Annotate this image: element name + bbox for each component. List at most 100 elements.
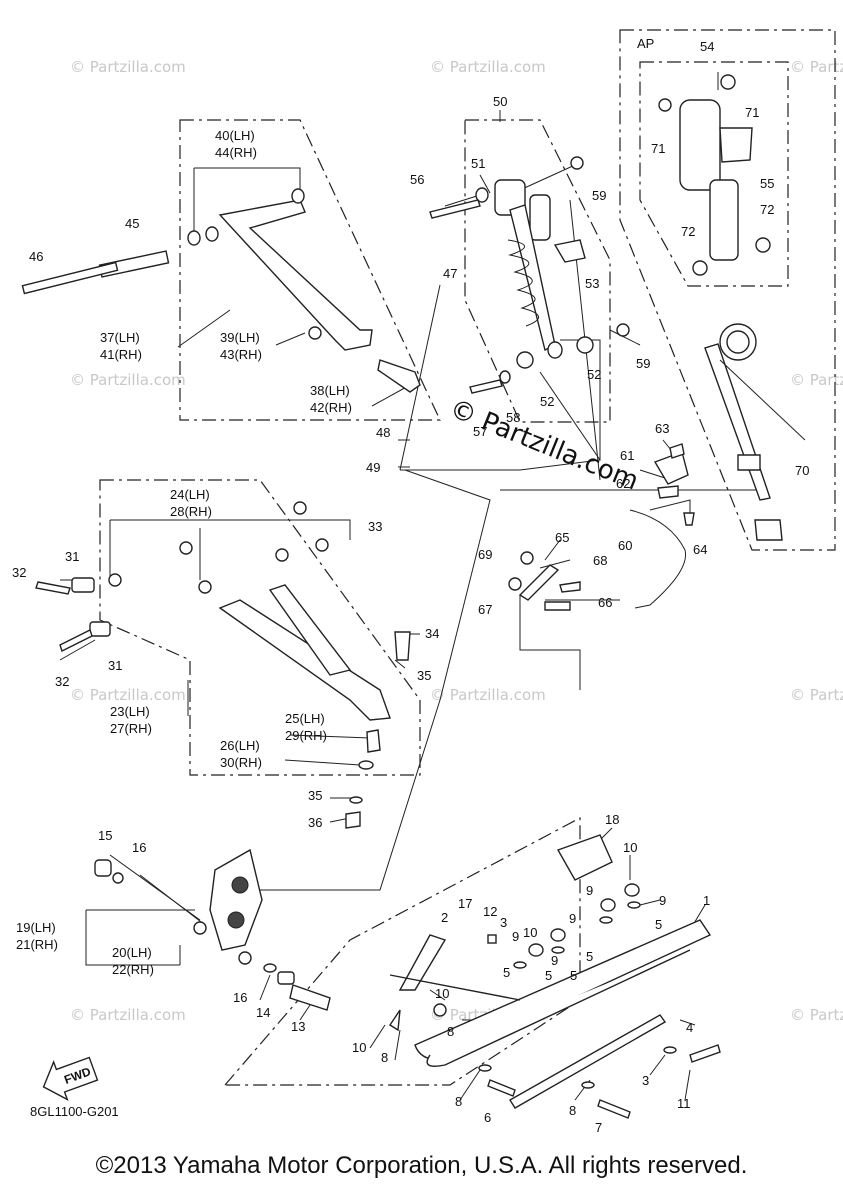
part-label: 56 bbox=[410, 172, 424, 187]
part-label: 37(LH) bbox=[100, 330, 140, 345]
upper-a-arm bbox=[21, 188, 421, 393]
part-label: 58 bbox=[506, 410, 520, 425]
part-label: 16 bbox=[233, 990, 247, 1005]
part-label: 30(RH) bbox=[220, 755, 262, 770]
part-label: 67 bbox=[478, 602, 492, 617]
watermark: © Partzilla.com bbox=[70, 686, 186, 704]
part-label: 41(RH) bbox=[100, 347, 142, 362]
part-label: 5 bbox=[586, 949, 593, 964]
part-label: 9 bbox=[551, 953, 558, 968]
part-label: 38(LH) bbox=[310, 383, 350, 398]
watermark: © Partzilla.com bbox=[430, 58, 546, 76]
part-label: 8 bbox=[381, 1050, 388, 1065]
part-label: 63 bbox=[655, 421, 669, 436]
watermark: © Partzilla.com bbox=[70, 58, 186, 76]
forward-arrow: FWD bbox=[42, 1056, 99, 1102]
part-label: 5 bbox=[655, 917, 662, 932]
part-label: 65 bbox=[555, 530, 569, 545]
part-label: 10 bbox=[435, 986, 449, 1001]
part-label: 26(LH) bbox=[220, 738, 260, 753]
part-label: 12 bbox=[483, 904, 497, 919]
part-label: 44(RH) bbox=[215, 145, 257, 160]
part-label: 8 bbox=[447, 1024, 454, 1039]
steering-links bbox=[508, 443, 695, 611]
watermark: © Partzilla.com bbox=[790, 371, 843, 389]
watermark: © Partzilla.com bbox=[70, 371, 186, 389]
watermark: © Partzilla.com bbox=[790, 58, 843, 76]
part-label: 31 bbox=[65, 549, 79, 564]
part-label: 11 bbox=[677, 1096, 691, 1111]
shock-absorber bbox=[429, 156, 630, 394]
part-label: 52 bbox=[540, 394, 554, 409]
part-label: 8 bbox=[455, 1094, 462, 1109]
part-label: 3 bbox=[642, 1073, 649, 1088]
part-label: 42(RH) bbox=[310, 400, 352, 415]
part-label: 29(RH) bbox=[285, 728, 327, 743]
part-label: 71 bbox=[651, 141, 665, 156]
part-label: 60 bbox=[618, 538, 632, 553]
part-label: 40(LH) bbox=[215, 128, 255, 143]
part-label: 5 bbox=[545, 968, 552, 983]
part-label: 68 bbox=[593, 553, 607, 568]
part-label: 34 bbox=[425, 626, 439, 641]
part-label: 43(RH) bbox=[220, 347, 262, 362]
part-label: 57 bbox=[473, 424, 487, 439]
watermark: © Partzilla.com bbox=[70, 1006, 186, 1024]
part-label: 32 bbox=[55, 674, 69, 689]
part-label: 45 bbox=[125, 216, 139, 231]
part-label: 1 bbox=[703, 893, 710, 908]
part-label: 22(RH) bbox=[112, 962, 154, 977]
part-label: 48 bbox=[376, 425, 390, 440]
part-label: 47 bbox=[443, 266, 457, 281]
part-label: 51 bbox=[471, 156, 485, 171]
part-label: 9 bbox=[586, 883, 593, 898]
part-label: 5 bbox=[570, 968, 577, 983]
part-label: 46 bbox=[29, 249, 43, 264]
spindle-knuckle bbox=[94, 848, 331, 1011]
part-label: 21(RH) bbox=[16, 937, 58, 952]
lower-a-arm bbox=[35, 501, 411, 829]
watermark: © Partzilla.com bbox=[790, 1006, 843, 1024]
part-label: 55 bbox=[760, 176, 774, 191]
part-label: 70 bbox=[795, 463, 809, 478]
part-label: 39(LH) bbox=[220, 330, 260, 345]
part-label: 69 bbox=[478, 547, 492, 562]
assembly-boundaries bbox=[99, 29, 836, 1086]
part-label: 64 bbox=[693, 542, 707, 557]
part-label: 3 bbox=[500, 915, 507, 930]
part-label: 6 bbox=[484, 1110, 491, 1125]
part-label: 18 bbox=[605, 812, 619, 827]
part-label: 71 bbox=[745, 105, 759, 120]
copyright-notice: ©2013 Yamaha Motor Corporation, U.S.A. A… bbox=[95, 1152, 748, 1179]
part-label: 2 bbox=[441, 910, 448, 925]
part-label: 7 bbox=[595, 1120, 602, 1135]
part-label: 8 bbox=[569, 1103, 576, 1118]
ski-assembly bbox=[389, 834, 721, 1119]
part-label: 59 bbox=[592, 188, 606, 203]
brand-stamp: © Partzilla.com bbox=[445, 394, 642, 497]
watermark: © Partzilla.com bbox=[790, 686, 843, 704]
part-label: 59 bbox=[636, 356, 650, 371]
part-label: 72 bbox=[681, 224, 695, 239]
part-label: 27(RH) bbox=[110, 721, 152, 736]
part-label: 25(LH) bbox=[285, 711, 325, 726]
part-label: 10 bbox=[523, 925, 537, 940]
part-label: 72 bbox=[760, 202, 774, 217]
part-label: 28(RH) bbox=[170, 504, 212, 519]
part-label: 15 bbox=[98, 828, 112, 843]
part-label: 9 bbox=[569, 911, 576, 926]
part-labels: AP 54 71 71 55 72 72 70 50 51 56 59 53 5… bbox=[12, 36, 809, 1135]
part-label: 16 bbox=[132, 840, 146, 855]
part-label: 10 bbox=[352, 1040, 366, 1055]
part-label: 24(LH) bbox=[170, 487, 210, 502]
part-label: 5 bbox=[503, 965, 510, 980]
part-label: 54 bbox=[700, 39, 714, 54]
ap-label: AP bbox=[637, 36, 654, 51]
part-label: 13 bbox=[291, 1019, 305, 1034]
part-label: 66 bbox=[598, 595, 612, 610]
part-label: 61 bbox=[620, 448, 634, 463]
part-label: 19(LH) bbox=[16, 920, 56, 935]
part-label: 14 bbox=[256, 1005, 270, 1020]
watermark: © Partzilla.com bbox=[430, 686, 546, 704]
part-label: 35 bbox=[308, 788, 322, 803]
